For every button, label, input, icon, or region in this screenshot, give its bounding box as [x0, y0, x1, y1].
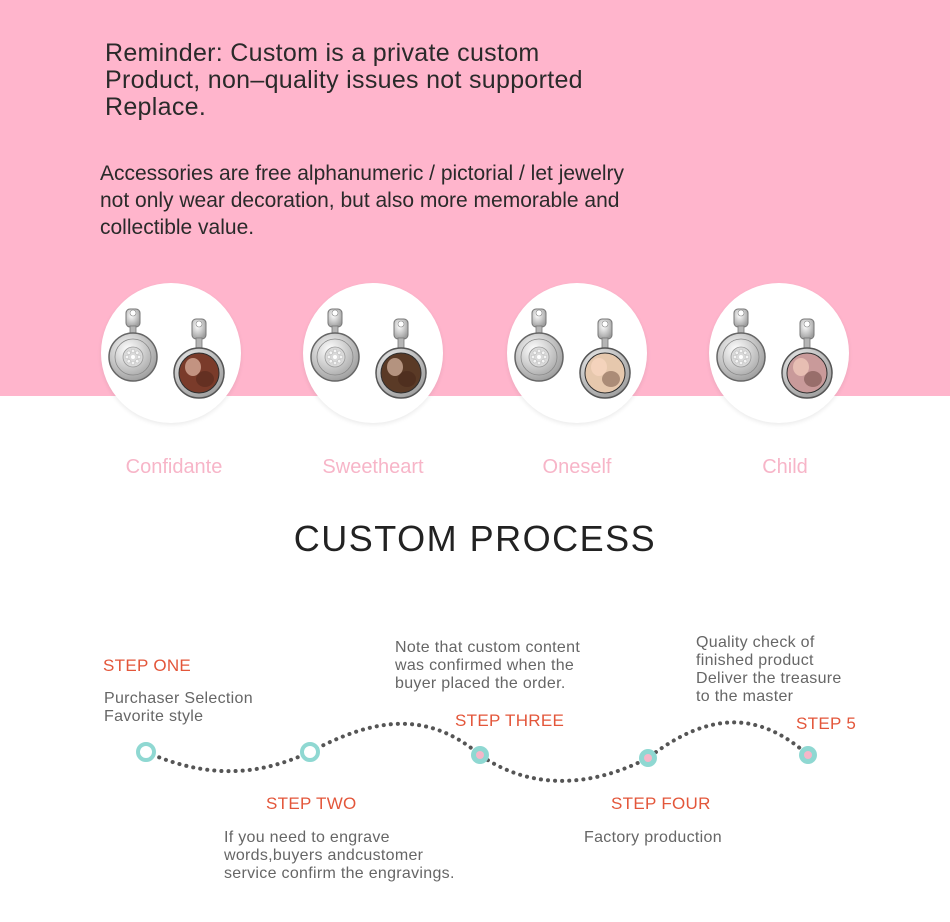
step-text-line: was confirmed when the [395, 657, 575, 674]
photo-charm [781, 318, 833, 399]
engraved-charm [108, 308, 158, 382]
step-text-line: Purchaser Selection [104, 690, 253, 707]
step-text-line: Deliver the treasure [696, 670, 842, 687]
reminder-line: Replace. [105, 93, 207, 121]
step-node-one [136, 742, 156, 762]
step-four-description: Factory production [584, 829, 722, 847]
photo-charm [173, 318, 225, 399]
product-label-oneself: Oneself [542, 456, 612, 478]
product-card-confidante[interactable] [101, 283, 241, 423]
product-label-child: Child [762, 456, 808, 478]
reminder-line: Reminder: Custom is a private custom [105, 39, 540, 67]
intro-line: not only wear decoration, but also more … [100, 189, 620, 212]
product-label-confidante: Confidante [125, 456, 223, 478]
step-five-description: Quality check of finished product Delive… [696, 634, 842, 706]
reminder-text: Reminder: Custom is a private custom Pro… [105, 40, 725, 121]
step-text-line: Note that custom content [395, 639, 581, 656]
step-node-four [639, 749, 657, 767]
charm-pendant-image [310, 308, 427, 399]
product-card-child[interactable] [709, 283, 849, 423]
step-text-line: If you need to engrave [224, 829, 390, 846]
engraved-charm [716, 308, 766, 382]
step-text-line: to the master [696, 688, 794, 705]
process-timeline [136, 720, 817, 783]
product-card-sweetheart[interactable] [303, 283, 443, 423]
step-three-title: STEP THREE [455, 711, 565, 730]
step-text-line: finished product [696, 652, 814, 669]
product-card-oneself[interactable] [507, 283, 647, 423]
step-five-title: STEP 5 [796, 714, 857, 733]
step-text-line: Quality check of [696, 634, 815, 651]
dotted-path [144, 720, 810, 783]
step-text-line: Favorite style [104, 708, 204, 725]
charm-pendant-image [716, 308, 833, 399]
step-one-title: STEP ONE [103, 656, 192, 675]
step-text-line: Factory production [584, 829, 722, 846]
step-node-three [471, 746, 489, 764]
step-two-description: If you need to engrave words,buyers andc… [224, 829, 455, 883]
step-two-title: STEP TWO [266, 794, 357, 813]
reminder-line: Product, non–quality issues not supporte… [105, 66, 583, 94]
step-node-two [300, 742, 320, 762]
step-one-description: Purchaser Selection Favorite style [104, 690, 253, 726]
intro-text: Accessories are free alphanumeric / pict… [100, 160, 740, 241]
photo-charm [375, 318, 427, 399]
intro-line: Accessories are free alphanumeric / pict… [100, 162, 625, 185]
step-four-title: STEP FOUR [611, 794, 711, 813]
engraved-charm [310, 308, 360, 382]
step-node-five [799, 746, 817, 764]
photo-charm [579, 318, 631, 399]
section-title: CUSTOM PROCESS [293, 518, 657, 559]
engraved-charm [514, 308, 564, 382]
charm-pendant-image [108, 308, 225, 399]
intro-line: collectible value. [100, 216, 255, 239]
step-text-line: service confirm the engravings. [224, 865, 455, 882]
product-label-sweetheart: Sweetheart [322, 456, 424, 478]
charm-pendant-image [514, 308, 631, 399]
step-text-line: buyer placed the order. [395, 675, 566, 692]
step-text-line: words,buyers andcustomer [224, 847, 424, 864]
step-three-description: Note that custom content was confirmed w… [395, 639, 580, 693]
